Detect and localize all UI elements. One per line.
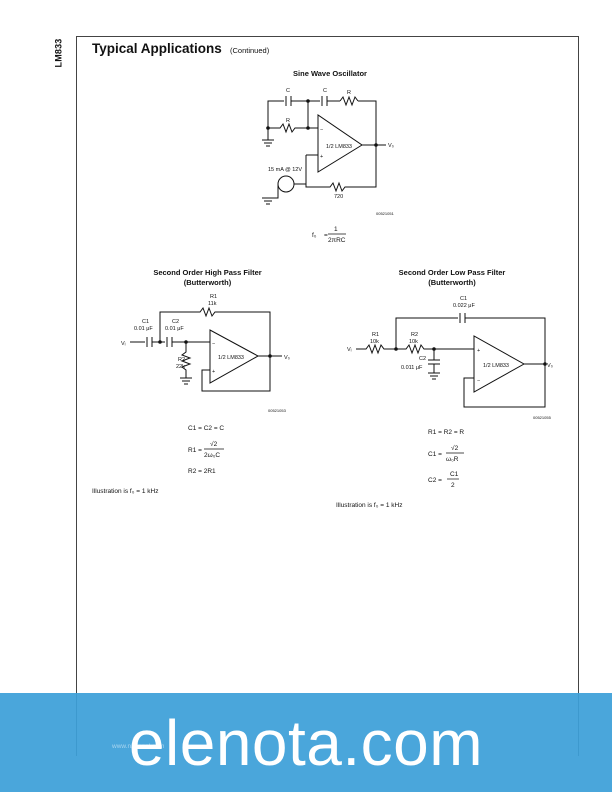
hp-plus-label: + [212,369,215,375]
osc-formula-den: 2πRC [328,237,346,244]
lp-minus-label: − [477,378,480,384]
osc-r2-label: R [286,118,290,124]
hp-c1-value: 0.01 μF [134,326,153,332]
osc-opamp-label: 1/2 LM833 [326,144,352,150]
hp-opamp-label: 1/2 LM833 [218,355,244,361]
lowpass-title: Second Order Low Pass Filter (Butterwort… [398,268,506,287]
lp-c2-name: C2 [419,356,426,362]
osc-formula-eq: = [324,232,328,239]
osc-plus-label: + [320,154,323,160]
watermark-banner [0,693,612,792]
hp-formula-3: R2 = 2R1 [188,468,216,475]
osc-c1-label: C [286,88,290,94]
lp-c2-value: 0.011 μF [401,365,423,371]
hp-r1-name: R1 [210,294,217,300]
lp-formula-3-den: 2 [451,482,455,489]
hp-formula-2-num: √2 [210,440,218,448]
hp-minus-label: − [212,341,215,347]
lp-formula-2-num: √2 [451,444,459,452]
lp-r2-name: R2 [411,332,418,338]
lp-input-label: Vᵢ [347,347,352,353]
osc-r3-label: 720 [334,194,343,200]
hp-c2-name: C2 [172,319,179,325]
lp-opamp-label: 1/2 LM833 [483,363,509,369]
hp-input-label: Vᵢ [121,341,126,347]
hp-output-label: V₀ [284,355,290,361]
osc-r1-label: R [347,90,351,96]
osc-figure-code: 00521051 [376,211,395,216]
lp-formula-3-num: C1 [450,471,459,478]
footer-url: www.national.com [112,743,165,750]
hp-formula-2-lhs: R1 = [188,447,202,454]
lp-r1-name: R1 [372,332,379,338]
lp-r2-value: 10k [409,339,418,345]
lp-c1-value: 0.022 μF [453,303,475,309]
highpass-title: Second Order High Pass Filter (Butterwor… [153,268,262,287]
osc-c2-label: C [323,88,327,94]
lp-c1-name: C1 [460,296,467,302]
page-title: Typical Applications [92,41,222,56]
page-frame [76,36,579,756]
osc-minus-label: − [320,127,323,133]
lp-output-label: V₀ [547,363,553,369]
oscillator-title: Sine Wave Oscillator [293,69,367,78]
osc-formula-num: 1 [334,226,338,233]
osc-lamp-label: 15 mA @ 12V [268,167,302,173]
lp-r1-value: 10k [370,339,379,345]
lowpass-note: Illustration is f₀ = 1 kHz [336,502,403,509]
hp-formula-2-den: 2ω₀C [204,452,220,459]
lp-plus-label: + [477,348,480,354]
hp-figure-code: 00521053 [268,408,287,413]
hp-c1-name: C1 [142,319,149,325]
hp-c2-value: 0.01 μF [165,326,184,332]
lp-figure-code: 00521055 [533,415,552,420]
lp-formula-3-lhs: C2 = [428,477,442,484]
page-title-continued: (Continued) [230,46,270,55]
highpass-note: Illustration is f₀ = 1 kHz [92,488,159,495]
lp-formula-2-den: ω₀R [446,456,459,463]
lp-formula-2-lhs: C1 = [428,451,442,458]
watermark-text: elenota.com [128,706,484,779]
osc-formula-lhs: f₀ [312,232,317,239]
hp-r2-value: 22k [176,364,185,370]
lp-formula-1: R1 = R2 = R [428,429,464,436]
hp-r1-value: 11k [208,301,217,307]
osc-output-label: V₀ [388,143,394,149]
hp-r2-name: R2 [178,357,185,363]
hp-formula-1: C1 = C2 = C [188,425,224,432]
